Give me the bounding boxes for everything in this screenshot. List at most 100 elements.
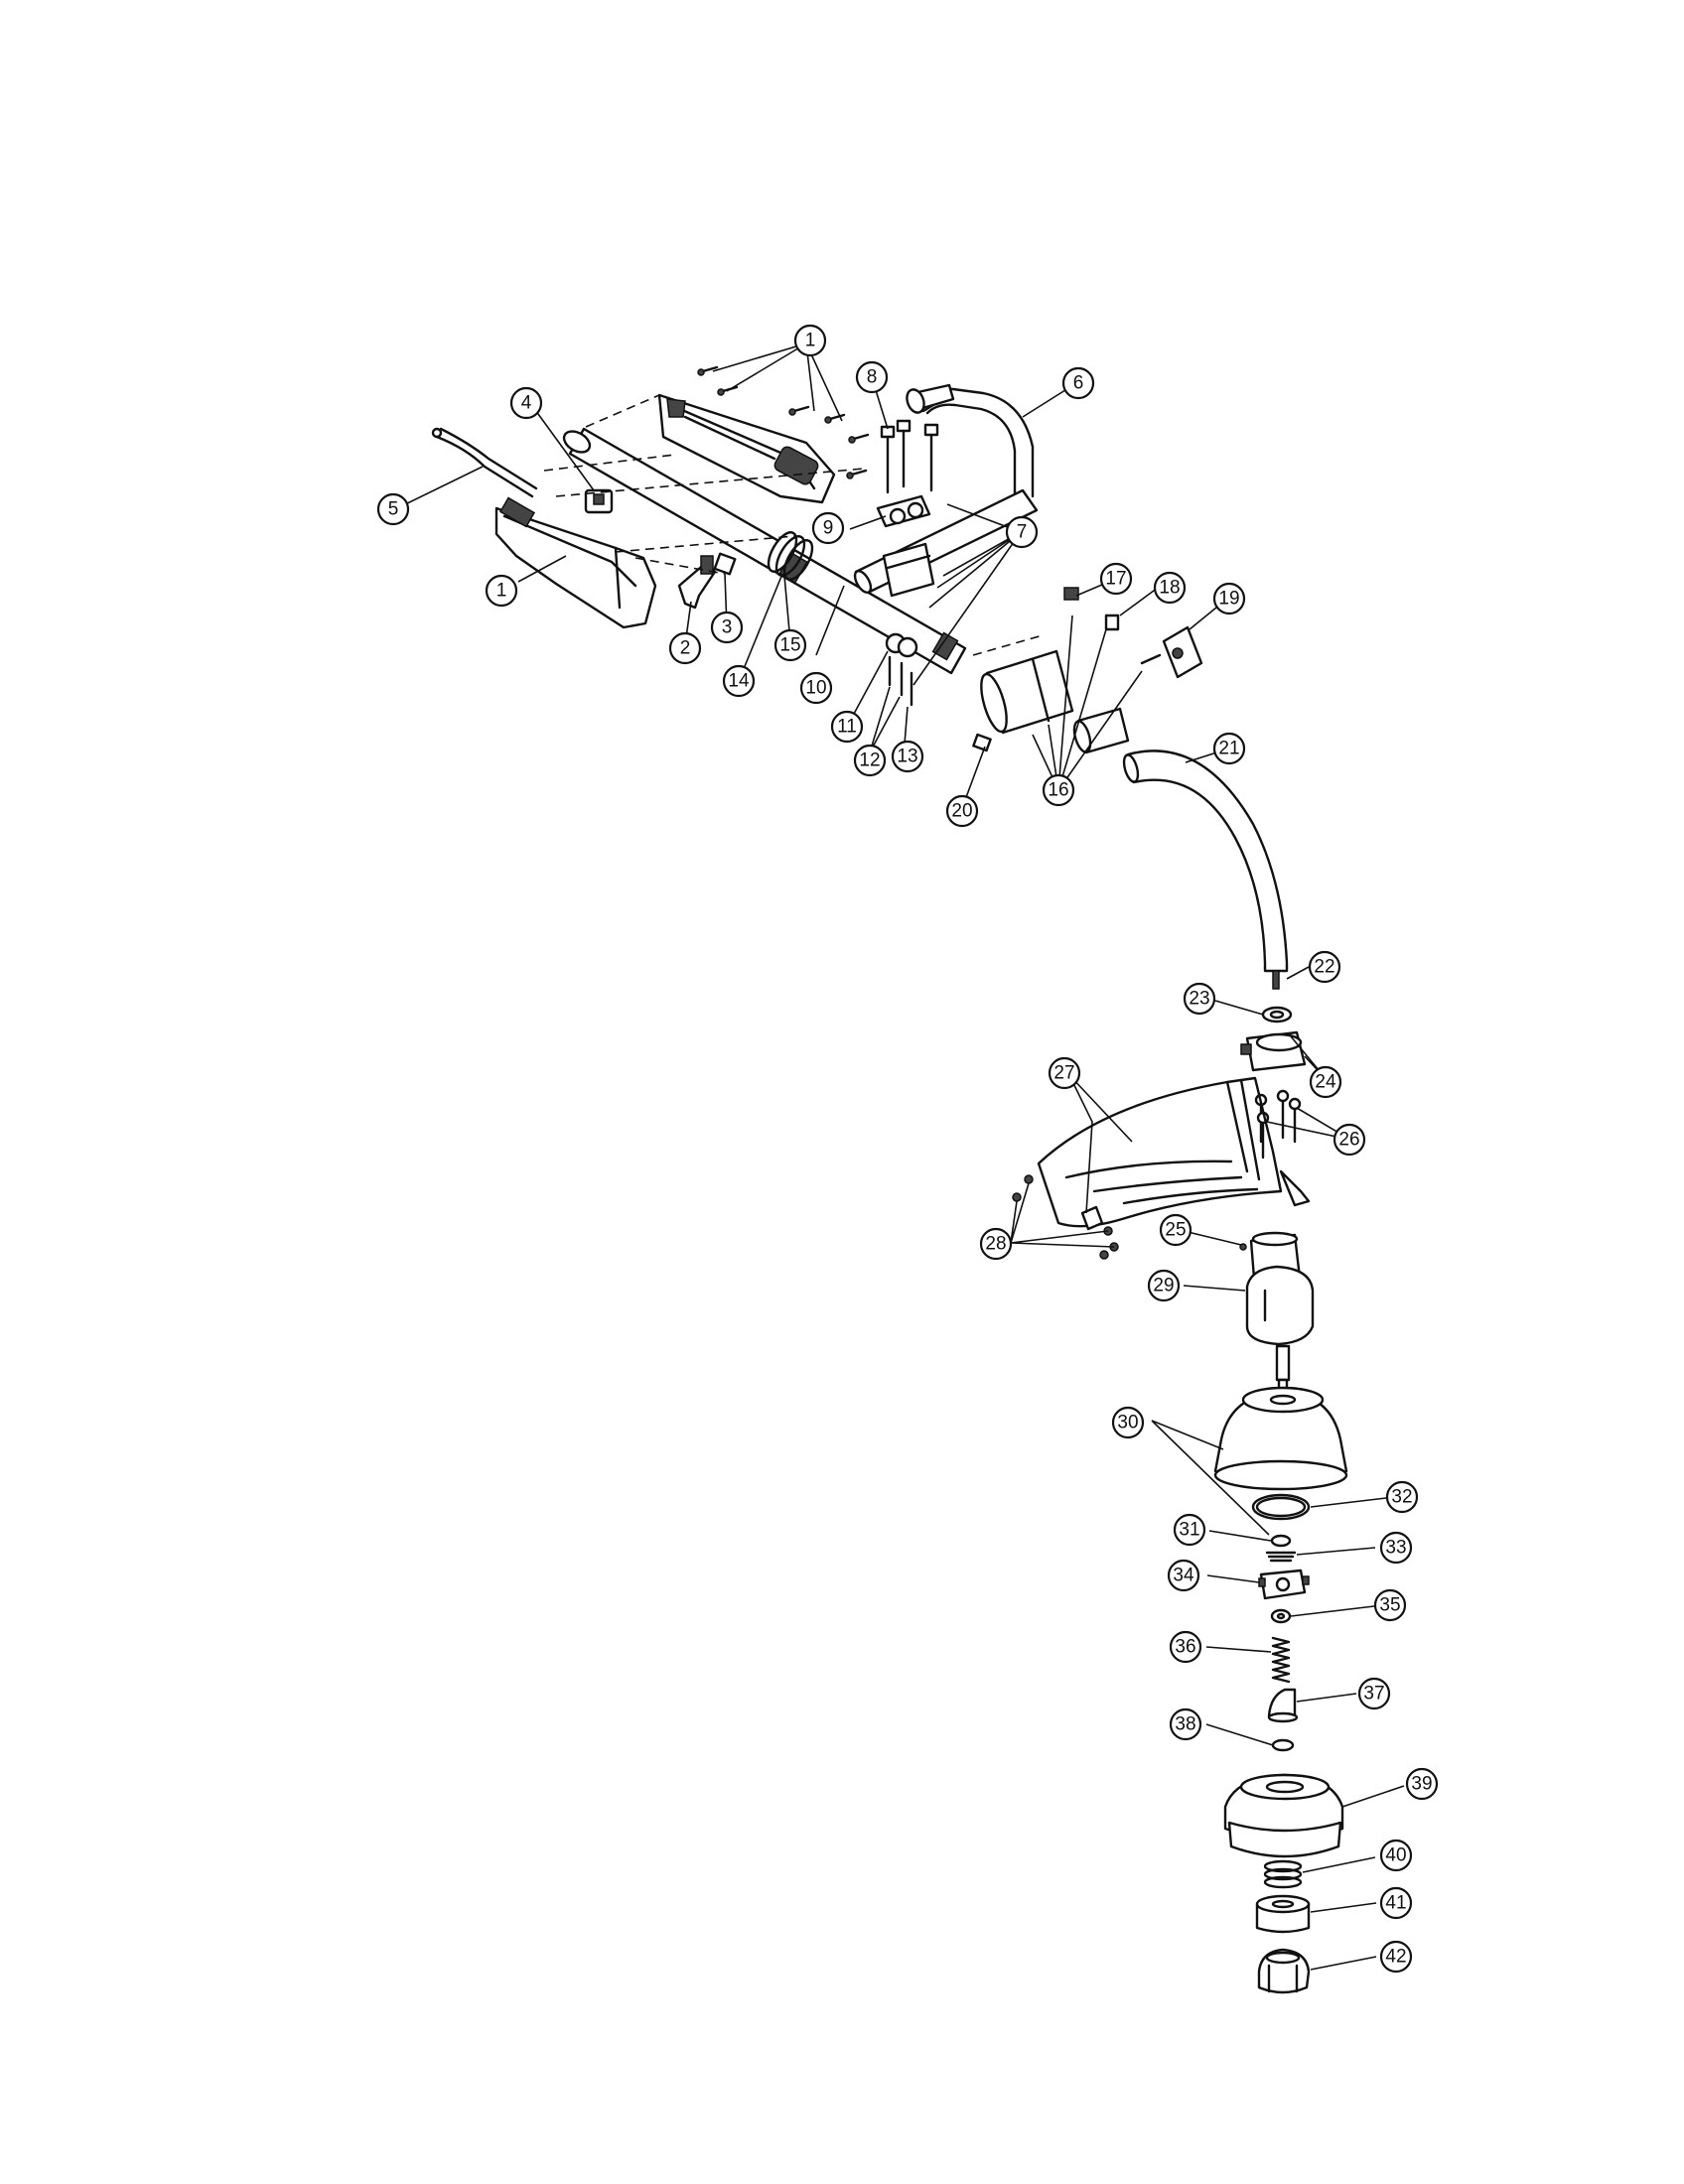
svg-text:42: 42 <box>1385 1947 1406 1968</box>
callout-23: 23 <box>1183 982 1216 1016</box>
o-ring-38 <box>1271 1738 1295 1752</box>
svg-text:3: 3 <box>722 617 733 638</box>
svg-text:13: 13 <box>897 747 917 767</box>
svg-text:11: 11 <box>837 717 857 738</box>
debris-guard <box>1037 1076 1311 1231</box>
svg-text:14: 14 <box>728 671 750 692</box>
knob <box>1140 625 1203 679</box>
washer-35 <box>1270 1608 1292 1624</box>
grip-ring <box>767 531 814 581</box>
svg-text:39: 39 <box>1411 1774 1432 1795</box>
gearbox-clamp <box>1240 1030 1307 1072</box>
callout-36: 36 <box>1169 1630 1202 1664</box>
svg-text:20: 20 <box>951 801 972 822</box>
svg-text:10: 10 <box>805 678 826 699</box>
callout-19: 19 <box>1212 582 1246 615</box>
spool <box>1223 1773 1344 1858</box>
callout-4: 4 <box>509 386 543 420</box>
svg-text:31: 31 <box>1179 1520 1199 1541</box>
svg-text:5: 5 <box>388 499 399 520</box>
svg-text:22: 22 <box>1314 957 1334 978</box>
callout-15: 15 <box>773 628 807 662</box>
gearbox <box>1239 1231 1315 1398</box>
callout-32: 32 <box>1385 1480 1419 1514</box>
callout-41: 41 <box>1379 1886 1413 1920</box>
callout-24: 24 <box>1309 1065 1342 1099</box>
svg-text:7: 7 <box>1017 522 1028 543</box>
spring-40 <box>1263 1859 1303 1889</box>
svg-text:8: 8 <box>867 367 878 388</box>
spool-cover <box>1213 1386 1348 1491</box>
callout-8: 8 <box>855 360 889 394</box>
bump-knob <box>1257 1948 1311 1994</box>
callout-3: 3 <box>710 611 744 644</box>
svg-text:6: 6 <box>1073 373 1084 394</box>
svg-text:17: 17 <box>1105 569 1126 590</box>
callout-1a: 1 <box>793 324 827 357</box>
callout-35: 35 <box>1373 1588 1407 1622</box>
retainer <box>1258 1569 1310 1600</box>
callout-37: 37 <box>1357 1677 1391 1710</box>
callout-18: 18 <box>1153 571 1187 605</box>
svg-text:15: 15 <box>779 635 800 656</box>
callout-5: 5 <box>376 492 410 526</box>
clamp-screws <box>1254 1089 1302 1160</box>
small-washer <box>1270 1534 1292 1548</box>
callout-22: 22 <box>1308 950 1341 984</box>
svg-text:34: 34 <box>1173 1566 1194 1586</box>
svg-text:38: 38 <box>1175 1714 1195 1735</box>
clamp-bolts <box>880 419 939 707</box>
handle-clamp <box>876 494 935 658</box>
callout-21: 21 <box>1212 732 1246 765</box>
svg-text:32: 32 <box>1391 1487 1412 1508</box>
svg-text:23: 23 <box>1189 989 1209 1010</box>
callout-17: 17 <box>1099 562 1133 596</box>
svg-text:41: 41 <box>1385 1893 1406 1914</box>
svg-text:26: 26 <box>1338 1130 1359 1151</box>
assembly-lines <box>543 394 1044 656</box>
o-ring <box>1251 1493 1311 1521</box>
callout-38: 38 <box>1169 1707 1202 1741</box>
svg-text:36: 36 <box>1175 1637 1195 1658</box>
svg-text:30: 30 <box>1117 1413 1138 1433</box>
svg-text:37: 37 <box>1363 1684 1384 1705</box>
svg-text:33: 33 <box>1385 1538 1406 1559</box>
svg-text:19: 19 <box>1218 589 1239 610</box>
callout-10: 10 <box>799 671 833 705</box>
svg-text:18: 18 <box>1159 578 1180 599</box>
callout-29: 29 <box>1147 1269 1181 1302</box>
callout-40: 40 <box>1379 1839 1413 1872</box>
svg-text:25: 25 <box>1165 1220 1186 1241</box>
trigger-lockout <box>713 552 737 576</box>
callout-25: 25 <box>1159 1213 1193 1247</box>
svg-text:40: 40 <box>1385 1845 1406 1866</box>
callout-26: 26 <box>1333 1123 1366 1157</box>
svg-text:21: 21 <box>1218 739 1239 759</box>
throttle-cable <box>431 427 538 498</box>
bushing <box>1255 1894 1311 1934</box>
trigger <box>677 555 717 610</box>
callout-1b: 1 <box>485 574 518 608</box>
svg-text:9: 9 <box>823 518 834 539</box>
shaft-coupler <box>972 587 1120 752</box>
bump-cap <box>1267 1688 1299 1723</box>
callout-13: 13 <box>891 740 924 773</box>
shaft-insert <box>1072 707 1130 754</box>
svg-text:1: 1 <box>805 331 816 351</box>
callout-14: 14 <box>722 664 756 698</box>
svg-text:35: 35 <box>1379 1595 1400 1616</box>
callout-39: 39 <box>1405 1767 1439 1801</box>
svg-text:24: 24 <box>1315 1072 1336 1093</box>
callout-34: 34 <box>1167 1559 1200 1592</box>
callout-27: 27 <box>1048 1056 1081 1090</box>
callout-16: 16 <box>1042 773 1075 807</box>
svg-text:12: 12 <box>859 751 880 771</box>
svg-text:28: 28 <box>985 1234 1006 1255</box>
callout-28: 28 <box>979 1227 1013 1261</box>
callout-31: 31 <box>1173 1513 1206 1547</box>
svg-text:29: 29 <box>1153 1276 1174 1297</box>
callout-20: 20 <box>945 794 979 828</box>
loop-handle <box>853 383 1039 595</box>
callout-2: 2 <box>668 631 702 665</box>
